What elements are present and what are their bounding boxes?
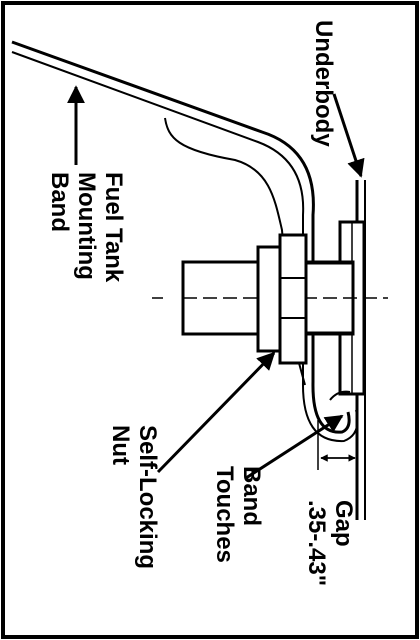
mounting-band <box>11 40 359 443</box>
underbody-arrow <box>332 93 365 178</box>
gap-label: Gap .35-.43" <box>303 500 357 586</box>
self-locking-nut-label: Self-Locking Nut <box>107 425 161 576</box>
underbody-label: Underbody <box>310 20 337 147</box>
gap-dimension <box>317 420 358 470</box>
fuel-tank-band-label: Fuel Tank Mounting Band <box>46 172 127 289</box>
self-locking-nut <box>256 233 308 365</box>
band-touches-arrow <box>245 414 344 480</box>
band-touches-label: Band Touches <box>211 466 265 563</box>
bracket <box>164 117 306 386</box>
nut-arrow <box>156 351 276 474</box>
